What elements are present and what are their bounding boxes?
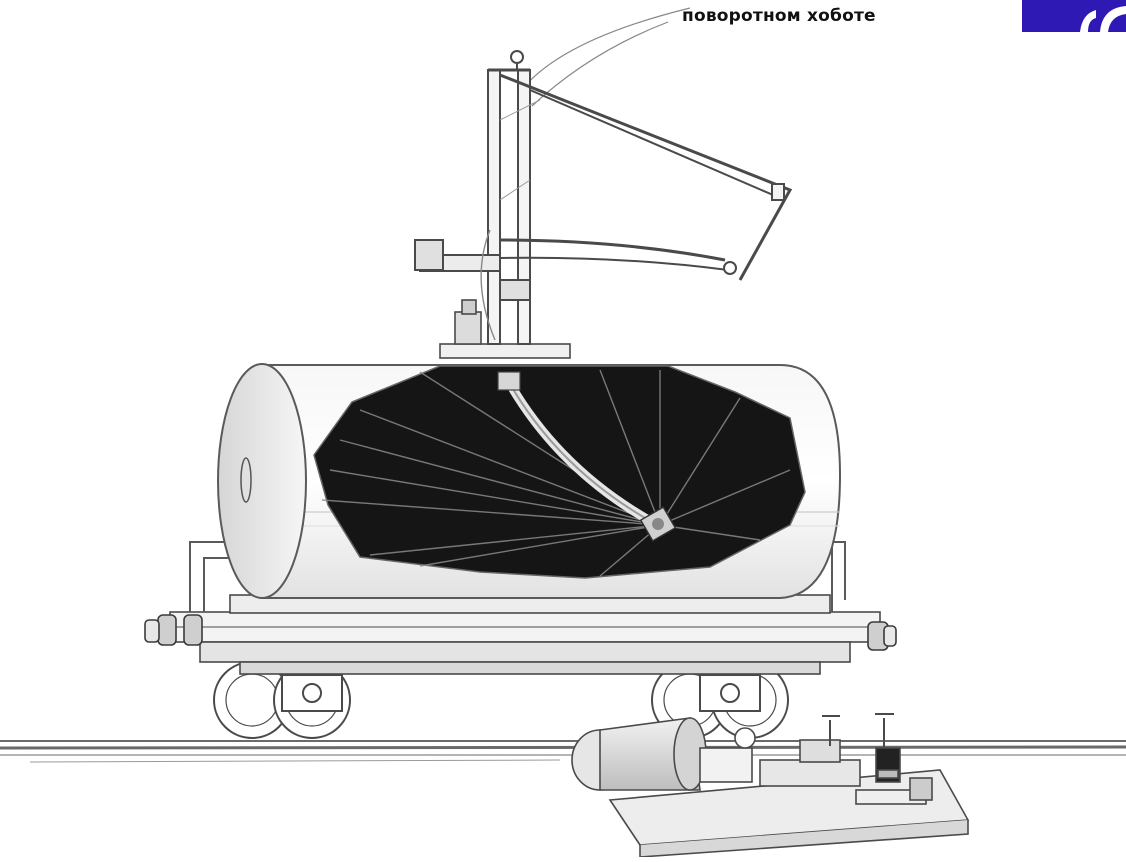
handrails (189, 541, 846, 612)
car-underframe (169, 594, 881, 675)
loading-boom (414, 50, 793, 345)
manhole-platform (439, 299, 571, 359)
boom-sweep-arc (519, 7, 691, 107)
bogie-wheels (213, 661, 789, 739)
tank-interior-cutaway (313, 365, 806, 579)
logo-badge (1022, 0, 1126, 32)
buffers (144, 614, 897, 651)
logo-shape (1022, 0, 1126, 32)
figure-caption: поворотном хоботе (682, 6, 876, 26)
rail-track (0, 740, 1126, 763)
pump-station (571, 713, 970, 858)
